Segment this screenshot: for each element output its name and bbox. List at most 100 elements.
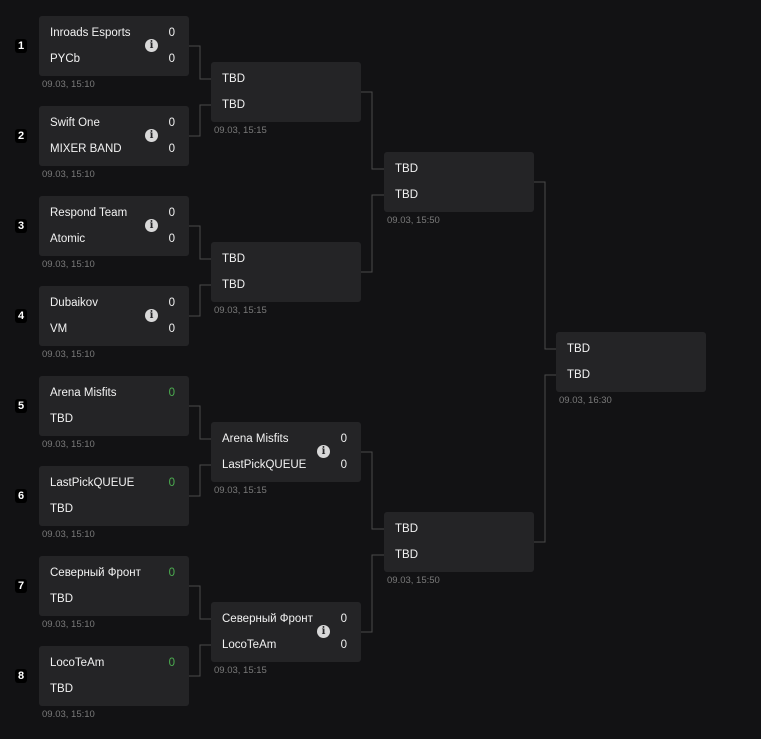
match-card[interactable]: TBD TBD bbox=[384, 152, 534, 212]
connector-line bbox=[189, 405, 211, 440]
match-card[interactable]: TBD TBD bbox=[211, 62, 361, 122]
team-row[interactable]: Swift One 0 bbox=[50, 113, 175, 133]
team-row[interactable]: PYCb 0 bbox=[50, 49, 175, 69]
team-name: LocoTeAm bbox=[222, 639, 277, 651]
seed-number: 1 bbox=[15, 39, 27, 53]
match-date: 09.03, 15:10 bbox=[42, 79, 95, 90]
info-icon[interactable]: i bbox=[317, 625, 330, 638]
team-row[interactable]: TBD bbox=[395, 545, 520, 565]
team-row[interactable]: Atomic 0 bbox=[50, 229, 175, 249]
team-row[interactable]: LastPickQUEUE 0 bbox=[50, 473, 175, 493]
team-name: TBD bbox=[50, 413, 73, 425]
team-score: 0 bbox=[168, 477, 175, 489]
info-icon[interactable]: i bbox=[145, 219, 158, 232]
team-score: 0 bbox=[168, 117, 175, 129]
info-icon[interactable]: i bbox=[145, 39, 158, 52]
team-row[interactable]: TBD bbox=[567, 339, 692, 359]
team-name: TBD bbox=[50, 503, 73, 515]
team-row[interactable]: TBD bbox=[50, 589, 175, 609]
team-row[interactable]: TBD bbox=[50, 679, 175, 699]
team-name: Atomic bbox=[50, 233, 86, 245]
team-name: TBD bbox=[567, 343, 590, 355]
team-name: Swift One bbox=[50, 117, 100, 129]
connector-line bbox=[189, 225, 211, 260]
team-name: TBD bbox=[50, 683, 73, 695]
team-score: 0 bbox=[168, 207, 175, 219]
team-name: TBD bbox=[395, 549, 418, 561]
team-row[interactable]: TBD bbox=[222, 69, 347, 89]
team-score: 0 bbox=[168, 53, 175, 65]
connector-line bbox=[189, 464, 211, 497]
seed-number: 7 bbox=[15, 579, 27, 593]
team-name: MIXER BAND bbox=[50, 143, 122, 155]
connector-line bbox=[361, 554, 384, 633]
team-row[interactable]: TBD bbox=[395, 159, 520, 179]
match-date: 09.03, 15:10 bbox=[42, 529, 95, 540]
team-name: TBD bbox=[50, 593, 73, 605]
team-row[interactable]: TBD bbox=[50, 409, 175, 429]
team-score: 0 bbox=[168, 657, 175, 669]
team-name: TBD bbox=[395, 523, 418, 535]
team-score: 0 bbox=[168, 323, 175, 335]
team-row[interactable]: TBD bbox=[395, 519, 520, 539]
team-score: 0 bbox=[168, 143, 175, 155]
team-score: 0 bbox=[168, 387, 175, 399]
team-row[interactable]: TBD bbox=[222, 249, 347, 269]
team-name: TBD bbox=[222, 73, 245, 85]
info-icon[interactable]: i bbox=[317, 445, 330, 458]
match-card[interactable]: TBD TBD bbox=[384, 512, 534, 572]
seed-number: 3 bbox=[15, 219, 27, 233]
team-score: 0 bbox=[168, 297, 175, 309]
connector-line bbox=[361, 194, 384, 273]
info-icon[interactable]: i bbox=[145, 129, 158, 142]
team-row[interactable]: TBD bbox=[222, 95, 347, 115]
team-row[interactable]: TBD bbox=[222, 275, 347, 295]
connector-line bbox=[189, 104, 211, 137]
team-name: TBD bbox=[222, 279, 245, 291]
connector-line bbox=[534, 181, 556, 350]
info-icon[interactable]: i bbox=[145, 309, 158, 322]
match-date: 09.03, 15:15 bbox=[214, 125, 267, 136]
match-card[interactable]: TBD TBD bbox=[211, 242, 361, 302]
team-score: 0 bbox=[168, 233, 175, 245]
team-row[interactable]: TBD bbox=[395, 185, 520, 205]
connector-line bbox=[189, 644, 211, 677]
team-name: TBD bbox=[222, 99, 245, 111]
seed-number: 5 bbox=[15, 399, 27, 413]
team-row[interactable]: MIXER BAND 0 bbox=[50, 139, 175, 159]
team-score: 0 bbox=[340, 613, 347, 625]
team-name: PYCb bbox=[50, 53, 81, 65]
team-name: LastPickQUEUE bbox=[50, 477, 135, 489]
match-date: 09.03, 15:10 bbox=[42, 709, 95, 720]
connector-line bbox=[361, 451, 384, 530]
team-score: 0 bbox=[168, 27, 175, 39]
connector-line bbox=[361, 91, 384, 170]
match-card[interactable]: TBD TBD bbox=[556, 332, 706, 392]
seed-number: 6 bbox=[15, 489, 27, 503]
team-row[interactable]: TBD bbox=[567, 365, 692, 385]
team-row[interactable]: TBD bbox=[50, 499, 175, 519]
match-date: 09.03, 15:10 bbox=[42, 619, 95, 630]
